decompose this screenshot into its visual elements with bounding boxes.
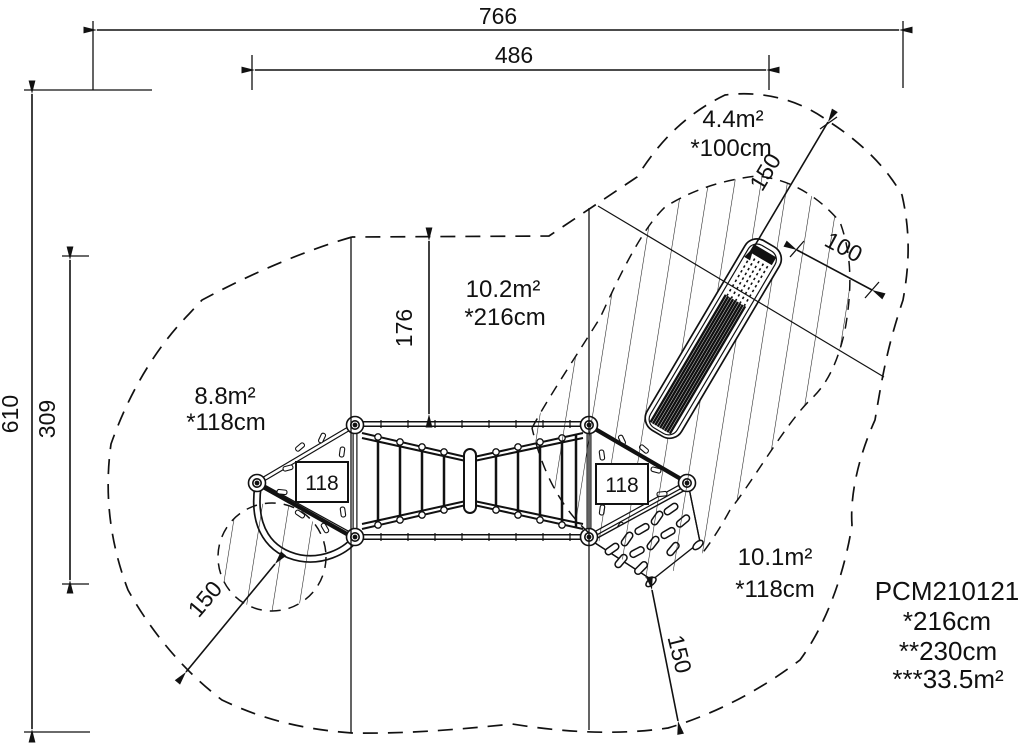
slide — [644, 238, 783, 440]
center-zone-area: 10.2m² — [466, 276, 541, 303]
dim-766-label: 766 — [479, 3, 517, 29]
center-zone-height: *216cm — [464, 304, 545, 331]
rope-bridge — [355, 420, 589, 541]
net-center-post — [463, 448, 477, 514]
dim-610-label: 610 — [0, 395, 23, 433]
product-code: PCM210121 — [875, 576, 1020, 606]
product-info: PCM210121 *216cm **230cm ***33.5m² — [875, 576, 1020, 694]
slide-dotted-section — [726, 255, 769, 307]
dim-486-label: 486 — [495, 42, 533, 68]
slide-reference-line — [597, 205, 885, 378]
right-zone-area: 10.1m² — [738, 544, 813, 571]
right-zone-height: *118cm — [735, 576, 815, 603]
net-ropes — [361, 432, 584, 530]
product-total-height: **230cm — [899, 636, 997, 666]
dim-309-label: 309 — [34, 400, 60, 438]
slide-bed-lines — [649, 294, 747, 435]
left-platform-height: 118 — [305, 472, 338, 495]
right-platform-height: 118 — [605, 474, 638, 497]
left-support-bar — [256, 482, 356, 540]
dim-176-label: 176 — [391, 309, 417, 347]
dim-150-pole-label: 150 — [183, 576, 228, 622]
product-fall-height: *216cm — [903, 606, 991, 636]
left-zone-area: 8.8m² — [194, 383, 255, 410]
slide-zone-height: *100cm — [690, 135, 771, 162]
outer-safety-boundary — [107, 92, 909, 734]
left-zone-height: *118cm — [186, 409, 266, 436]
zone-labels: 4.4m² *100cm 10.2m² *216cm 8.8m² *118cm … — [186, 106, 815, 603]
slide-zone-area: 4.4m² — [702, 106, 763, 133]
platform-height-boxes: 118 118 — [295, 461, 649, 505]
left-deck-slots — [276, 432, 347, 534]
product-total-area: ***33.5m² — [892, 664, 1004, 694]
